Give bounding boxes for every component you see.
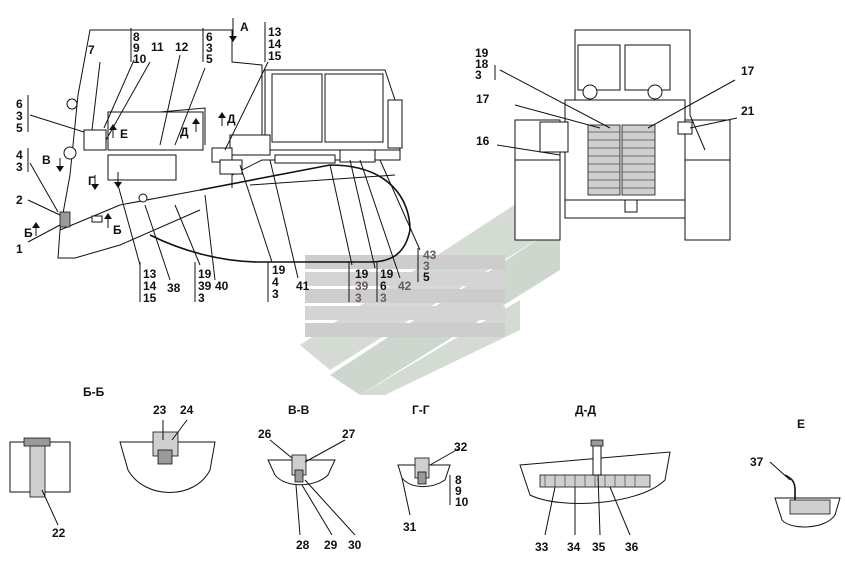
stack-4-3-0: 4 [16,148,23,162]
view-letter-a: А [240,20,249,34]
callout-2: 2 [16,193,23,207]
section-title-gg: Г-Г [412,403,430,417]
stack-43-3-1: 3 [423,259,430,273]
stack-19-18-3-0: 19 [475,46,489,60]
stack-19-39-3-a-0: 19 [198,267,212,281]
section-bb-right [119,419,216,493]
callout-28: 28 [296,538,310,552]
stack-13-14-15-bot-1: 14 [143,279,157,293]
callout-1: 1 [16,242,23,256]
stack-19-39-3-b-0: 19 [355,267,369,281]
callout-41: 41 [296,279,310,293]
stack-13-14-15-top-0: 13 [268,25,282,39]
view-arrows [32,18,237,236]
stack-19-39-3-b-1: 39 [355,279,369,293]
stack-19-39-3-a-1: 39 [198,279,212,293]
section-title-dd: Д-Д [575,403,597,417]
view-letter-b: Б [24,226,33,240]
stack-8-9-10-1: 9 [133,41,140,55]
stack-13-14-15-bot-2: 15 [143,291,157,305]
stack-8-9-10-gg-2: 10 [455,495,469,509]
stack-6-3-5-left-0: 6 [16,97,23,111]
stacked-callouts: 8 9 10 6 3 5 13 14 15 19 18 3 6 3 5 4 3 … [16,25,489,509]
stack-19-6-3-2: 3 [380,291,387,305]
front-view [494,29,738,241]
stack-19-4-3-0: 19 [272,263,286,277]
callout-24: 24 [180,403,194,417]
stack-19-18-3-1: 18 [475,57,489,71]
callout-40: 40 [215,279,229,293]
section-title-e: Е [797,417,805,431]
stack-19-6-3-0: 19 [380,267,394,281]
callout-37: 37 [750,455,764,469]
callout-27: 27 [342,427,356,441]
callout-26: 26 [258,427,272,441]
callout-16: 16 [476,134,490,148]
callout-33: 33 [535,540,549,554]
section-title-vv: В-В [288,403,310,417]
stack-6-3-5-top-1: 3 [206,41,213,55]
view-letters: А В Б Б Г Д Д Е [24,20,249,240]
section-bb-left [9,437,71,526]
stack-8-9-10-2: 10 [133,52,147,66]
callout-38: 38 [167,281,181,295]
callout-5: 5 [423,270,430,284]
view-letter-d2: Д [227,112,236,126]
callout-12: 12 [175,40,189,54]
stack-6-3-5-top-2: 5 [206,52,213,66]
view-letter-v: В [42,153,51,167]
callout-35: 35 [592,540,606,554]
stack-8-9-10-gg-0: 8 [455,473,462,487]
stack-19-39-3-b-2: 3 [355,291,362,305]
section-vv [267,439,356,536]
stack-6-3-5-left-2: 5 [16,121,23,135]
callout-23: 23 [153,403,167,417]
stack-13-14-15-top-1: 14 [268,37,282,51]
stack-13-14-15-top-2: 15 [268,49,282,63]
stack-19-18-3-2: 3 [475,68,482,82]
section-dd [519,439,671,536]
callout-7: 7 [88,43,95,57]
side-view [57,29,411,263]
stack-19-4-3-2: 3 [272,287,279,301]
stack-4-3-1: 3 [16,160,23,174]
callout-22: 22 [52,526,66,540]
callout-34: 34 [567,540,581,554]
view-letter-e: Е [120,127,128,141]
callout-17b: 17 [741,64,755,78]
callout-32: 32 [454,440,468,454]
section-title-bb: Б-Б [83,385,105,399]
stack-13-14-15-bot-0: 13 [143,267,157,281]
callout-labels: 7 11 12 16 17 17 21 2 1 38 40 41 42 5 22… [16,40,764,554]
view-letter-d: Д [180,125,189,139]
view-letter-g: Г [88,174,95,188]
callout-30: 30 [348,538,362,552]
callout-36: 36 [625,540,639,554]
callout-21: 21 [741,104,755,118]
stack-8-9-10-0: 8 [133,30,140,44]
callout-42: 42 [398,279,412,293]
stack-19-4-3-1: 4 [272,275,279,289]
stack-6-3-5-top-0: 6 [206,30,213,44]
stack-6-3-5-left-1: 3 [16,109,23,123]
callout-31: 31 [403,520,417,534]
callout-11: 11 [151,40,164,54]
callout-29: 29 [324,538,338,552]
view-letter-b2: Б [113,223,122,237]
stack-19-6-3-1: 6 [380,279,387,293]
section-gg [397,447,461,516]
stack-8-9-10-gg-1: 9 [455,484,462,498]
section-e [769,461,841,528]
stack-43-3-0: 43 [423,248,437,262]
watermark-logo [300,175,560,395]
stack-19-39-3-a-2: 3 [198,291,205,305]
callout-17a: 17 [476,92,490,106]
section-titles: Б-Б В-В Г-Г Д-Д Е [83,385,805,431]
